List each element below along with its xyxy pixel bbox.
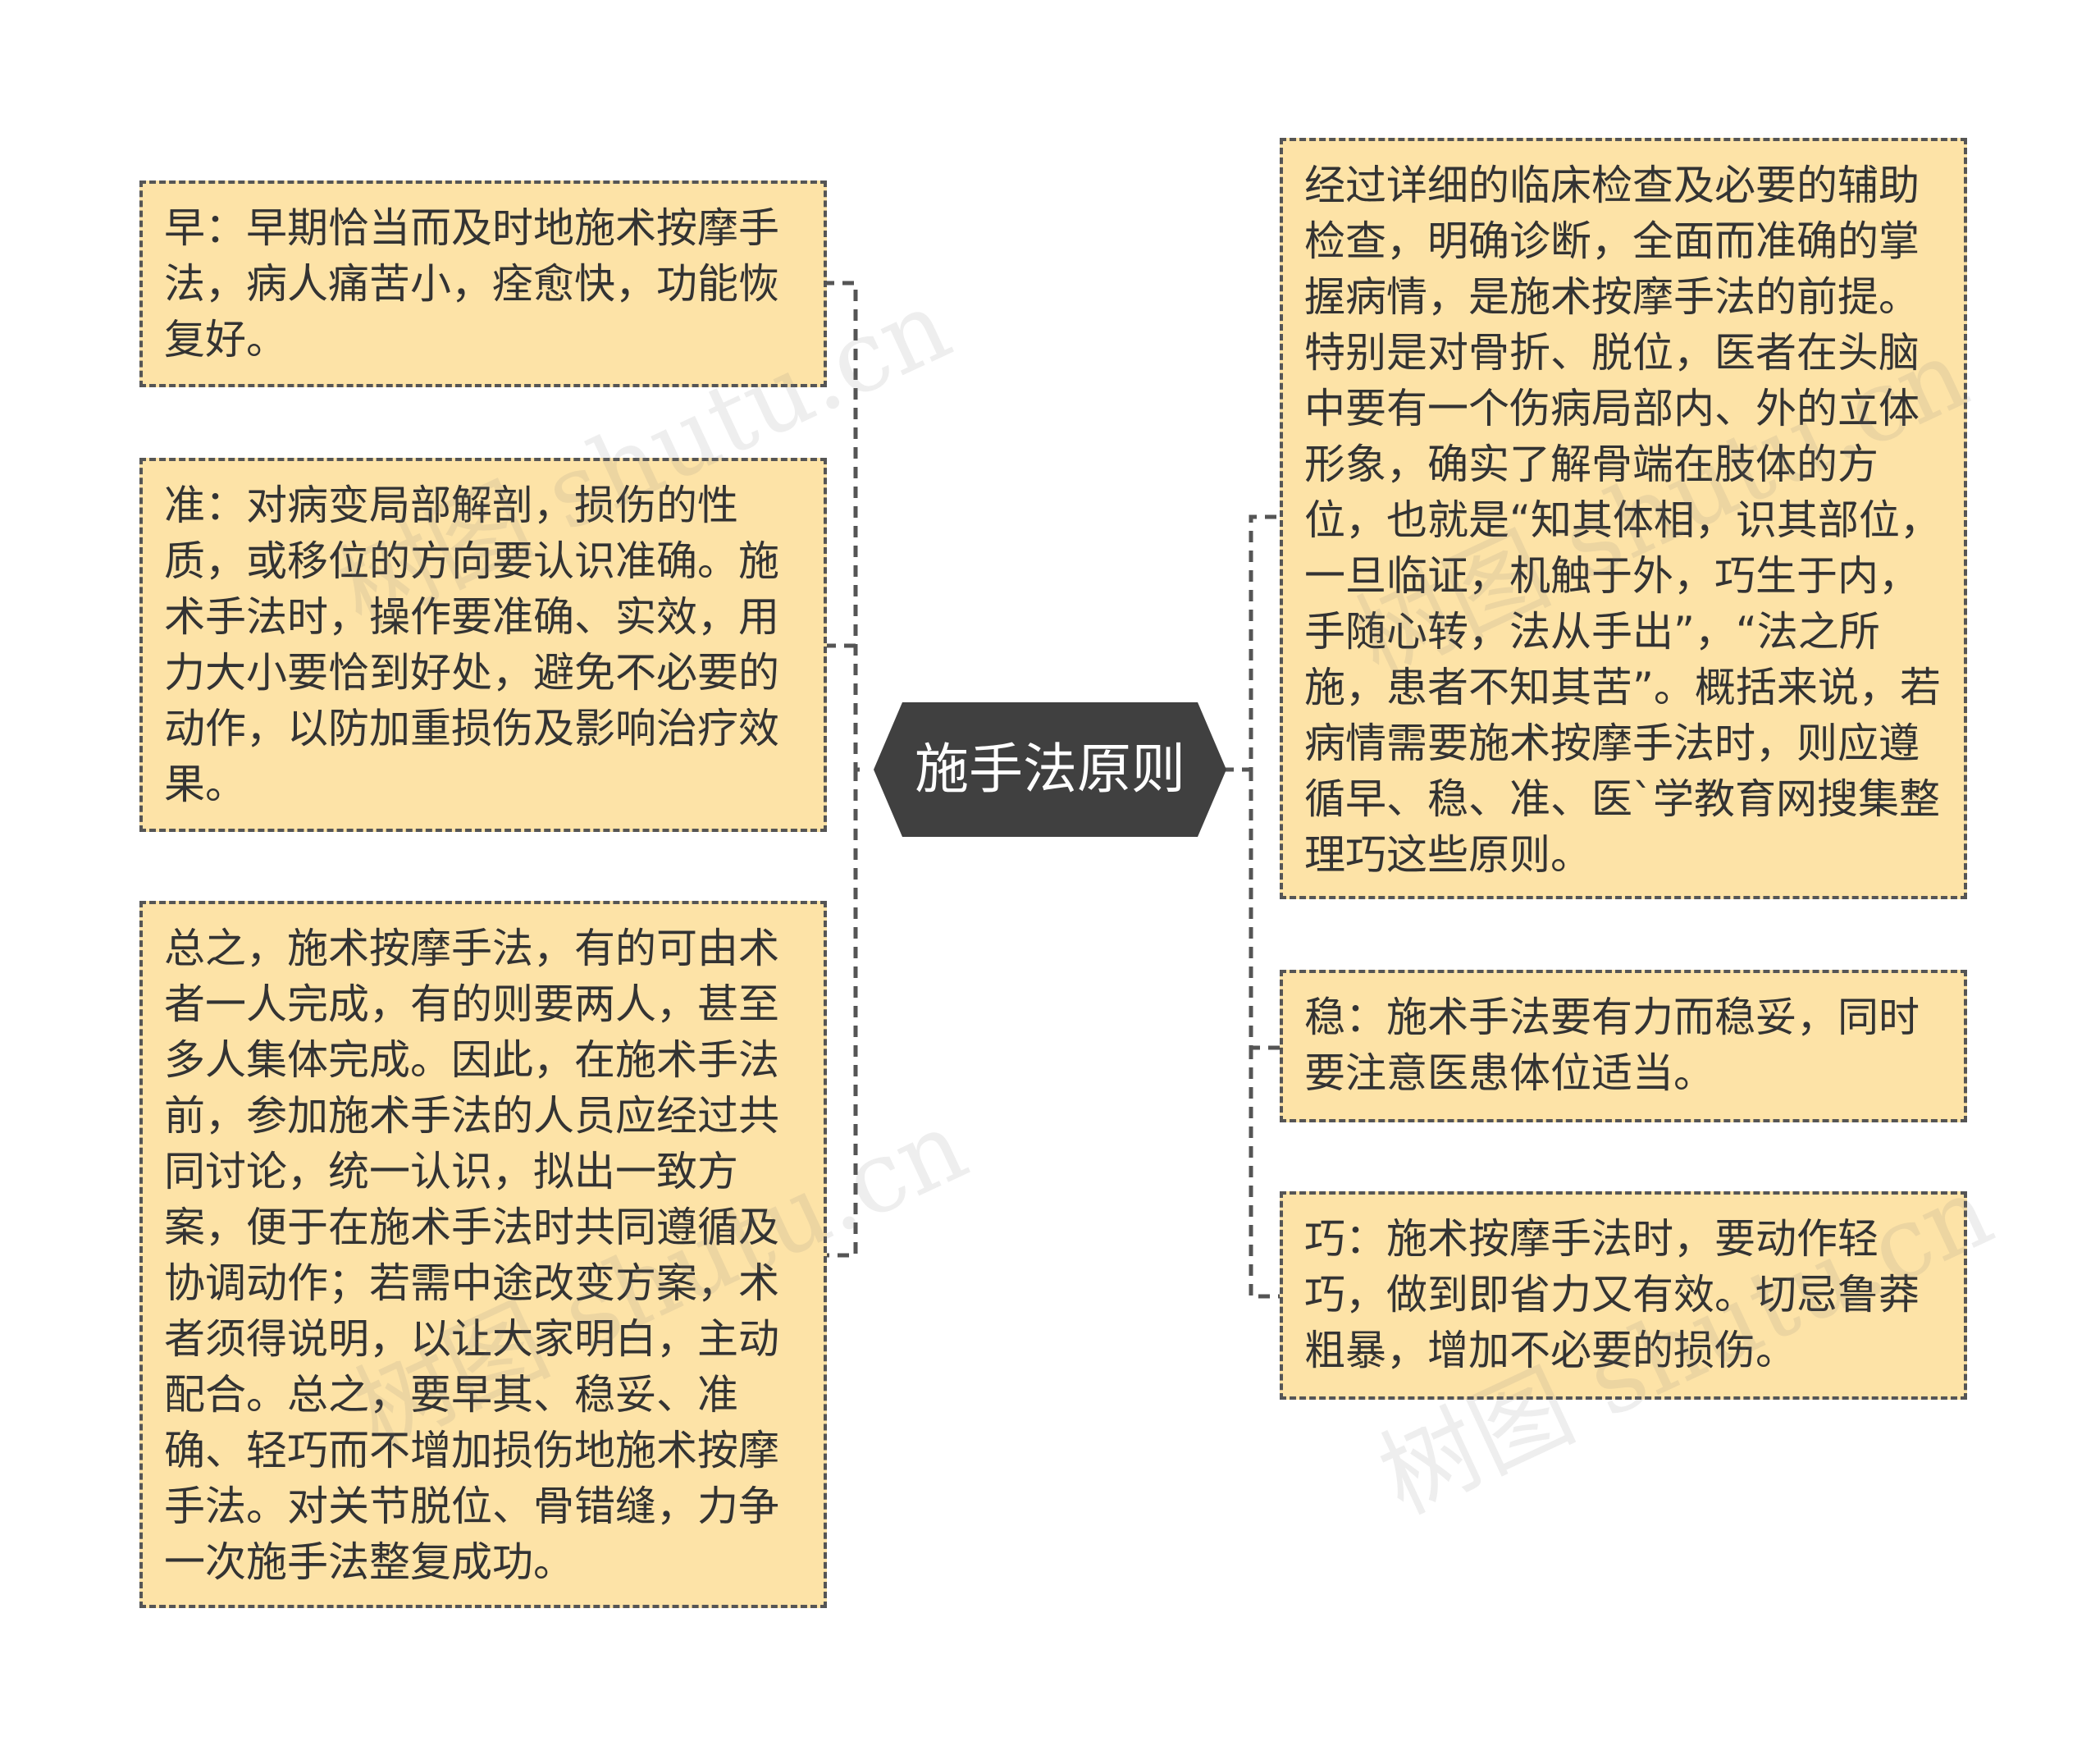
node-summary[interactable]: 总之，施术按摩手法，有的可由术者一人完成，有的则要两人，甚至多人集体完成。因此，… [139,901,827,1608]
root-node-label: 施手法原则 [915,738,1185,801]
node-skillful[interactable]: 巧：施术按摩手法时，要动作轻巧，做到即省力又有效。切忌鲁莽粗暴，增加不必要的损伤… [1280,1191,1967,1400]
connector-right-trunk [1222,514,1280,1299]
root-node-shape[interactable] [874,702,1226,837]
connector-left-trunk [827,281,860,1258]
node-steady[interactable]: 稳：施术手法要有力而稳妥，同时要注意医患体位适当。 [1280,970,1967,1122]
node-premise[interactable]: 经过详细的临床检查及必要的辅助检查，明确诊断，全面而准确的掌握病情，是施术按摩手… [1280,138,1967,899]
node-early[interactable]: 早：早期恰当而及时地施术按摩手法，病人痛苦小，痊愈快，功能恢复好。 [139,180,827,387]
node-accurate[interactable]: 准：对病变局部解剖，损伤的性质，或移位的方向要认识准确。施术手法时，操作要准确、… [139,458,827,832]
